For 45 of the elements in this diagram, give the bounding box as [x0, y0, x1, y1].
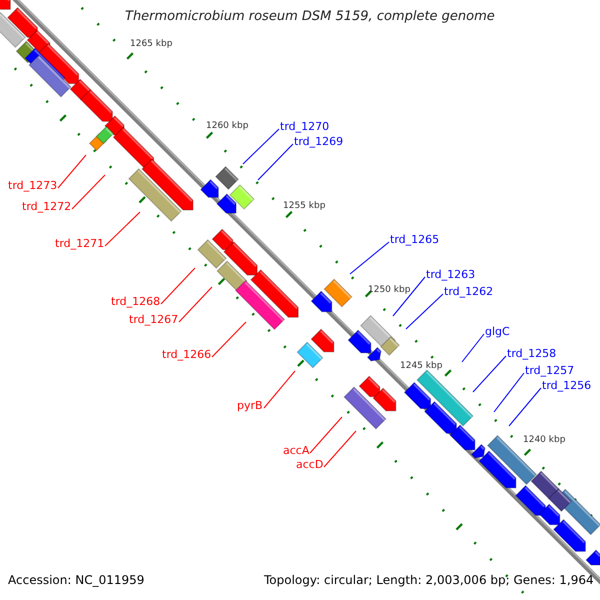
- gene-label: trd_1270: [280, 121, 330, 132]
- leader-line: [462, 334, 484, 362]
- leader-line: [324, 430, 356, 468]
- gene-label: trd_1263: [426, 269, 476, 280]
- gene-label: glgC: [485, 326, 510, 337]
- title: Thermomicrobium roseum DSM 5159, complete genome: [125, 10, 495, 23]
- leader-line: [264, 370, 296, 408]
- gene-label: trd_1271: [55, 238, 104, 249]
- scale-label: 1250 kbp: [368, 286, 410, 295]
- gene-label: trd_1262: [444, 286, 494, 297]
- footer-text: Accession: NC_011959: [8, 574, 144, 586]
- gene-label: trd_1268: [111, 296, 160, 307]
- scale-label: 1255 kbp: [283, 202, 326, 211]
- gene-label: trd_1266: [162, 349, 212, 360]
- leader-line: [310, 416, 342, 454]
- gene-label: trd_1267: [129, 314, 178, 325]
- scale-label: 1260 kbp: [206, 122, 248, 131]
- leader-line: [392, 276, 426, 316]
- gene-label: trd_1273: [8, 180, 58, 191]
- scale-label: 1245 kbp: [400, 362, 442, 371]
- gene-label: trd_1256: [542, 380, 592, 391]
- leader-line: [178, 286, 212, 322]
- leader-line: [160, 268, 196, 304]
- leader-line: [72, 174, 106, 210]
- leader-line: [508, 388, 542, 426]
- gene-label: trd_1269: [294, 136, 344, 147]
- leader-line: [406, 294, 444, 330]
- gene-label: accA: [283, 445, 310, 456]
- leader-line: [350, 242, 390, 274]
- leader-line: [58, 154, 86, 188]
- footer-text: Topology: circular; Length: 2,003,006 bp; Genes: 1,964: [264, 574, 594, 586]
- leader-line: [258, 144, 294, 180]
- leader-line: [212, 322, 246, 358]
- leader-line: [104, 212, 140, 246]
- leader-line: [472, 356, 506, 392]
- leader-line: [242, 128, 280, 164]
- scale-label: 1265 kbp: [130, 40, 172, 49]
- gene-label: accD: [296, 459, 324, 470]
- gene-label: trd_1272: [22, 201, 72, 212]
- gene-label: trd_1258: [507, 348, 556, 359]
- gene-label: trd_1265: [390, 234, 440, 245]
- gene-label: pyrB: [237, 400, 263, 411]
- scale-label: 1240 kbp: [523, 436, 566, 445]
- leader-line: [494, 372, 524, 412]
- gene-label: trd_1257: [525, 365, 574, 376]
